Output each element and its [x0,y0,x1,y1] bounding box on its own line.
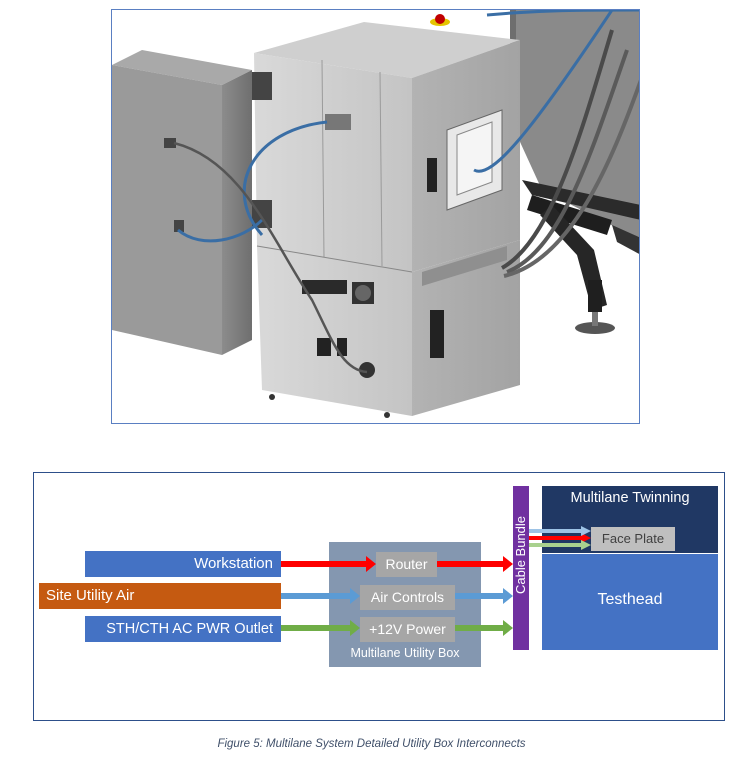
equipment-illustration [112,10,639,418]
figure-caption: Figure 5: Multilane System Detailed Util… [217,738,526,750]
power-box [360,617,455,642]
cables [173,10,639,374]
testhead-label: Testhead [597,591,663,608]
workstation-box [85,551,281,577]
blue-arrows [281,526,591,604]
cable-bundle-bar [513,486,529,650]
stand-frame [522,180,639,334]
face-plate-label: Face Plate [601,531,665,546]
power-outlet-box [85,616,281,642]
workstation-label: Workstation [194,555,273,572]
main-unit-upper [252,14,520,272]
equipment-rendering [111,9,640,424]
face-plate-box [591,527,675,551]
main-unit-lower [256,240,520,418]
air-controls-box [360,585,455,610]
site-utility-air-label: Site Utility Air [46,587,135,604]
testhead-box [542,554,718,650]
red-arrows [281,533,591,572]
site-utility-air-box [39,583,281,609]
green-arrows [281,540,591,636]
air-controls-label: Air Controls [370,589,445,605]
power-label: +12V Power [369,621,446,637]
multilane-twinning-label: Multilane Twinning [570,490,690,506]
router-label: Router [385,556,428,572]
interconnect-diagram: Workstation Site Utility Air STH/CTH AC … [33,472,725,721]
router-box [376,552,437,577]
side-cabinet [112,50,252,355]
cable-bundle-label: Cable Bundle [513,515,528,595]
diagram-graphics [39,486,718,667]
utility-box-title: Multilane Utility Box [350,646,460,660]
power-outlet-label: STH/CTH AC PWR Outlet [106,621,273,637]
